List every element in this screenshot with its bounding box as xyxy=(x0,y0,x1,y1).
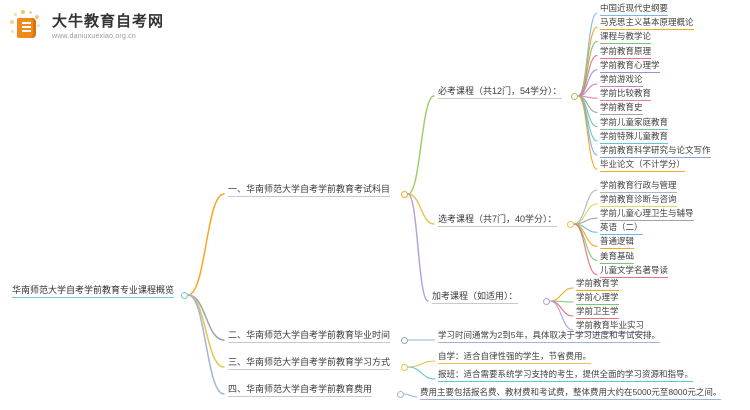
group-node-2[interactable]: 选考课程（共7门，40学分）： xyxy=(438,213,557,227)
group-handle-2[interactable] xyxy=(566,220,574,228)
branch-handle-2[interactable] xyxy=(400,336,408,344)
leaf-node-3-1[interactable]: 学前教育学 xyxy=(576,277,619,291)
branch-handle-3[interactable] xyxy=(400,363,408,371)
detail-node-2-1[interactable]: 学习时间通常为2到5年，具体取决于学习进度和考试安排。 xyxy=(438,329,660,343)
group-node-3[interactable]: 加考课程（如适用）： xyxy=(432,290,518,304)
leaf-node-1-12[interactable]: 毕业论文（不计学分） xyxy=(600,158,686,173)
leaf-node-2-2[interactable]: 学前教育诊断与咨询 xyxy=(600,193,677,208)
leaf-node-2-7[interactable]: 儿童文学名著导读 xyxy=(600,264,669,278)
site-logo: 大牛教育自考网 www.daniuxuexiao.org.cn xyxy=(10,10,164,44)
mindmap-root-node[interactable]: 华南师范大学自考学前教育专业课程概览 xyxy=(12,284,175,298)
leaf-node-1-11[interactable]: 学前教育科学研究与论文写作 xyxy=(600,144,711,158)
branch-node-2[interactable]: 二、华南师范大学自考学前教育毕业时间 xyxy=(228,329,391,343)
leaf-node-1-1[interactable]: 中国近现代史纲要 xyxy=(600,2,669,16)
logo-title: 大牛教育自考网 xyxy=(52,13,165,30)
leaf-node-1-9[interactable]: 学前儿童家庭教育 xyxy=(600,116,669,130)
leaf-node-1-7[interactable]: 学前比较教育 xyxy=(600,87,652,102)
leaf-node-1-8[interactable]: 学前教育史 xyxy=(600,101,643,116)
book-icon xyxy=(10,10,44,44)
leaf-node-2-6[interactable]: 美育基础 xyxy=(600,250,635,264)
leaf-node-1-2[interactable]: 马克思主义基本原理概论 xyxy=(600,16,694,31)
branch-node-4[interactable]: 四、华南师范大学自考学前教育费用 xyxy=(228,383,373,397)
leaf-node-2-4[interactable]: 英语（二） xyxy=(600,221,643,236)
branch-node-1[interactable]: 一、华南师范大学自考学前教育考试科目 xyxy=(228,183,391,197)
detail-node-4-1[interactable]: 费用主要包括报名费、教材费和考试费，整体费用大约在5000元至8000元之间。 xyxy=(420,386,722,400)
leaf-node-1-3[interactable]: 课程与教学论 xyxy=(600,30,652,45)
leaf-node-3-4[interactable]: 学前教育毕业实习 xyxy=(576,319,645,333)
branch-node-3[interactable]: 三、华南师范大学自考学前教育学习方式 xyxy=(228,356,391,370)
detail-node-3-2[interactable]: 报班：适合需要系统学习支持的考生，提供全面的学习资源和指导。 xyxy=(438,368,694,382)
detail-node-3-1[interactable]: 自学：适合自律性强的学生，节省费用。 xyxy=(438,350,592,364)
leaf-node-3-3[interactable]: 学前卫生学 xyxy=(576,305,619,319)
group-node-1[interactable]: 必考课程（共12门，54学分）： xyxy=(438,85,562,99)
group-handle-3[interactable] xyxy=(542,297,550,305)
leaf-node-1-5[interactable]: 学前教育心理学 xyxy=(600,59,660,73)
leaf-node-1-6[interactable]: 学前游戏论 xyxy=(600,73,643,87)
root-node-handle[interactable] xyxy=(180,291,188,299)
leaf-node-1-10[interactable]: 学前特殊儿童教育 xyxy=(600,130,669,144)
leaf-node-3-2[interactable]: 学前心理学 xyxy=(576,291,619,305)
logo-url: www.daniuxuexiao.org.cn xyxy=(52,33,136,40)
leaf-node-2-3[interactable]: 学前儿童心理卫生与辅导 xyxy=(600,207,694,222)
branch-handle-1[interactable] xyxy=(400,190,408,198)
branch-handle-4[interactable] xyxy=(396,390,404,398)
leaf-node-2-1[interactable]: 学前教育行政与管理 xyxy=(600,179,677,193)
group-handle-1[interactable] xyxy=(570,92,578,100)
leaf-node-2-5[interactable]: 普通逻辑 xyxy=(600,235,635,250)
leaf-node-1-4[interactable]: 学前教育原理 xyxy=(600,45,652,59)
